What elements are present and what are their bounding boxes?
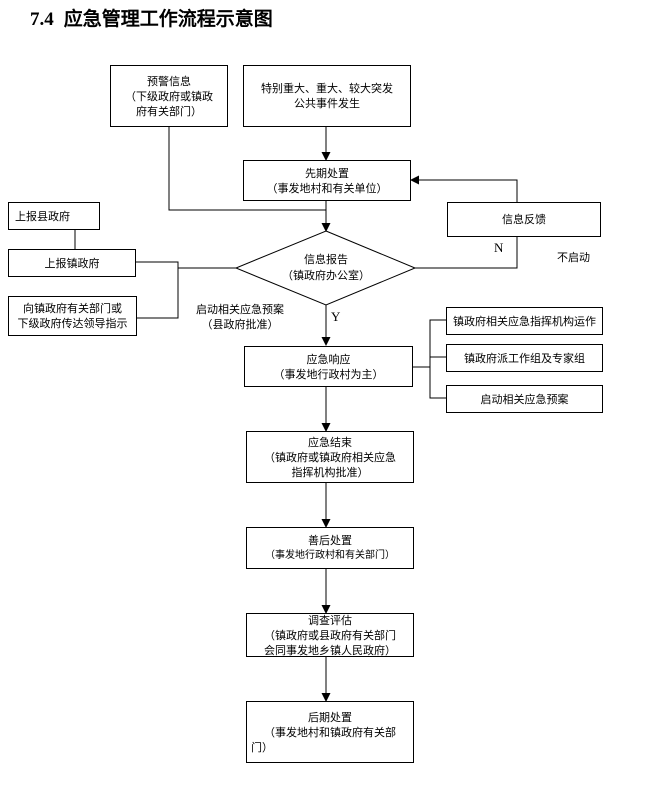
box-aftermath-line-1: 善后处置: [308, 534, 352, 547]
box-end-line-2: （镇政府或镇政府相关应急: [264, 450, 396, 464]
box-end-line-3: 指挥机构批准）: [291, 465, 369, 479]
box-emergency-response: 应急响应 （事发地行政村为主）: [244, 346, 413, 387]
arrow-feedback-to-initial: [410, 175, 518, 202]
connector-warning-to-axis: [168, 126, 326, 211]
heading-title: 应急管理工作流程示意图: [63, 8, 273, 30]
box-response-line-1: 应急响应: [306, 352, 351, 366]
heading-number: 7.4: [30, 9, 54, 30]
box-emergency-end: 应急结束 （镇政府或镇政府相关应急 指挥机构批准）: [246, 431, 414, 483]
box-report-town-line-1: 上报镇政府: [44, 256, 100, 270]
connector-decision-to-feedback: [415, 236, 518, 269]
box-evaluation-line-2: （镇政府或县政府有关部门: [264, 628, 396, 642]
label-county-plan-line-1: 启动相关应急预案: [196, 303, 284, 316]
box-plan-start: 启动相关应急预案: [446, 385, 603, 413]
box-aftermath: 善后处置 （事发地行政村和有关部门）: [246, 527, 414, 569]
box-evaluation-line-3: 会同事发地乡镇人民政府）: [264, 643, 396, 657]
box-warning-info: 预警信息 （下级政府或镇政 府有关部门）: [110, 65, 228, 127]
page-heading: 7.4 应急管理工作流程示意图: [30, 4, 273, 31]
label-no-start: 不启动: [557, 251, 590, 264]
box-convey-instructions: 向镇政府有关部门或 下级政府传达领导指示: [8, 296, 137, 336]
box-warning-line-3: 府有关部门）: [136, 104, 202, 118]
label-county-plan-line-2: （县政府批准）: [201, 318, 279, 331]
label-yes: Y: [331, 309, 341, 324]
connector-response-to-branches: [413, 319, 446, 368]
box-work-team: 镇政府派工作组及专家组: [446, 344, 603, 372]
box-warning-line-1: 预警信息: [147, 74, 191, 88]
box-command-line-1: 镇政府相关应急指挥机构运作: [453, 314, 596, 328]
box-command-operation: 镇政府相关应急指挥机构运作: [446, 307, 603, 335]
box-convey-line-2: 下级政府传达领导指示: [17, 317, 128, 330]
box-initial-handling: 先期处置 （事发地村和有关单位）: [243, 160, 411, 201]
label-no: N: [494, 240, 504, 255]
box-response-line-2: （事发地行政村为主）: [273, 367, 384, 381]
decision-line-2: （镇政府办公室）: [282, 269, 370, 282]
box-later-line-3: 门）: [251, 740, 273, 754]
label-county-plan: 启动相关应急预案 （县政府批准）: [187, 302, 293, 332]
box-event-line-2: 公共事件发生: [294, 97, 360, 110]
decision-diamond: [234, 230, 417, 306]
box-convey-line-1: 向镇政府有关部门或: [23, 302, 122, 315]
box-evaluation-line-1: 调查评估: [308, 613, 352, 627]
box-aftermath-line-2: （事发地行政村和有关部门）: [265, 550, 395, 561]
box-report-county: 上报县政府: [8, 202, 100, 230]
box-plan-start-line-1: 启动相关应急预案: [480, 392, 569, 406]
box-initial-line-2: （事发地村和有关单位）: [266, 181, 388, 195]
box-warning-line-2: （下级政府或镇政: [125, 89, 213, 103]
box-end-line-1: 应急结束: [308, 435, 352, 449]
box-later-line-2: （事发地村和镇政府有关部: [264, 725, 396, 739]
box-report-town: 上报镇政府: [8, 249, 136, 277]
box-work-team-line-1: 镇政府派工作组及专家组: [464, 351, 585, 365]
box-investigation-evaluation: 调查评估 （镇政府或县政府有关部门 会同事发地乡镇人民政府）: [246, 613, 414, 657]
box-later-line-1: 后期处置: [308, 710, 352, 724]
box-later-handling: 后期处置 （事发地村和镇政府有关部 门）: [246, 701, 414, 763]
decision-line-1: 信息报告: [304, 253, 348, 266]
connector-left-bracket: [136, 261, 179, 319]
decision-text: 信息报告 （镇政府办公室）: [256, 252, 396, 284]
connector-branch-plan: [429, 367, 446, 399]
box-event-line-1: 特别重大、重大、较大突发: [261, 82, 393, 95]
box-info-feedback: 信息反馈: [447, 202, 601, 237]
box-event-occurrence: 特别重大、重大、较大突发 公共事件发生: [243, 65, 411, 127]
box-feedback-line-1: 信息反馈: [502, 213, 546, 226]
box-report-county-line-1: 上报县政府: [15, 209, 70, 223]
box-initial-line-1: 先期处置: [305, 166, 349, 180]
